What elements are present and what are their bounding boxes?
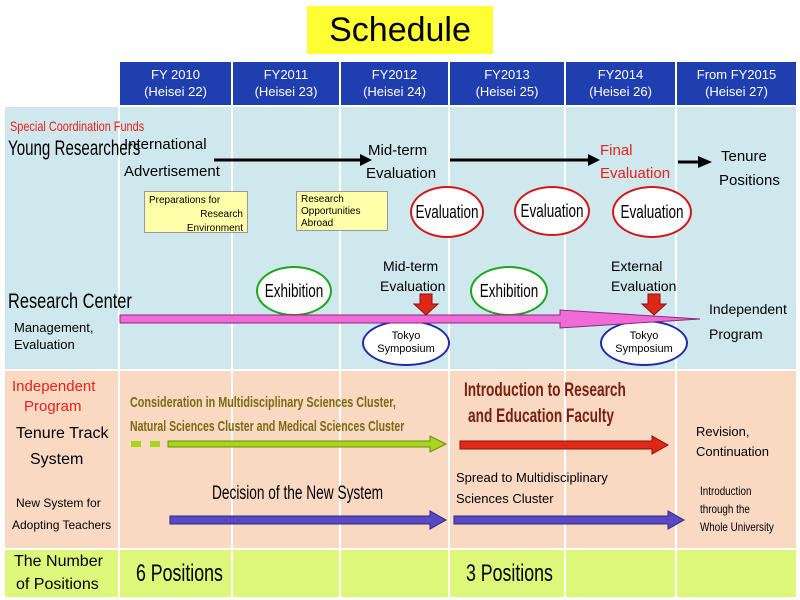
evaluation-oval-2013: Evaluation (514, 186, 590, 236)
research-abroad-box: Research Opportunities Abroad (296, 191, 388, 231)
young-arrow-2 (450, 154, 600, 166)
consideration-line1: Consideration in Multidisciplinary Scien… (130, 394, 396, 411)
grid-line (448, 107, 450, 597)
page-title: Schedule (307, 6, 493, 54)
exhibition-oval-2013: Exhibition (470, 266, 548, 316)
grid-line (118, 107, 120, 597)
final-eval-line1: Final (600, 142, 633, 159)
row-label-young: Young Researchers (8, 137, 141, 160)
whole-univ-line1: Introduction (700, 484, 752, 498)
row-label-evaluation: Evaluation (14, 337, 75, 352)
grid-line (564, 107, 566, 597)
row-label-system: System (30, 451, 84, 468)
tenure-positions-line1: Tenure (721, 148, 767, 165)
tenure-positions-line2: Positions (719, 172, 780, 189)
center-midterm-line1: Mid-term (383, 258, 439, 274)
grid-line (339, 107, 341, 597)
young-arrow-1 (214, 154, 372, 166)
year-header-2011: FY2011(Heisei 23) (233, 62, 339, 105)
spread-line2: Sciences Cluster (456, 491, 554, 506)
row-label-new-system: New System for (16, 496, 101, 510)
independent-program-line2: Program (709, 326, 763, 342)
decision-new-system: Decision of the New System (212, 483, 384, 504)
whole-univ-line3: Whole University (700, 520, 774, 534)
midterm-eval-line2: Evaluation (366, 165, 437, 182)
intro-faculty-line1: Introduction to Research (464, 380, 626, 401)
positions-first: 6 Positions (136, 560, 223, 587)
row-label-management: Management, (14, 320, 94, 335)
year-header-2015: From FY2015(Heisei 27) (677, 62, 796, 105)
evaluation-oval-2012: Evaluation (410, 186, 484, 238)
row-label-number: The Number (14, 553, 103, 570)
row-label-independent: Independent (12, 378, 96, 395)
row-label-special-funds: Special Coordination Funds (10, 118, 145, 134)
center-external-line2: Evaluation (611, 278, 677, 294)
year-header-2013: FY2013(Heisei 25) (450, 62, 564, 105)
external-down-arrow (640, 293, 668, 316)
consideration-line2: Natural Sciences Cluster and Medical Sci… (130, 418, 405, 435)
red-intro-arrow (459, 435, 670, 455)
intro-faculty-line2: and Education Faculty (468, 406, 614, 427)
green-dashed-arrow (131, 435, 448, 453)
preparations-box: Preparations for Research Environment (144, 191, 248, 234)
row-label-of-positions: of Positions (16, 576, 99, 593)
positions-second: 3 Positions (466, 560, 553, 587)
center-external-line1: External (611, 258, 663, 274)
row-label-tenure-track: Tenure Track (16, 425, 109, 442)
grid-line (231, 107, 233, 597)
row-label-adopting: Adopting Teachers (12, 518, 112, 532)
spread-line1: Spread to Multidisciplinary (456, 470, 608, 485)
blue-spread-arrow (453, 510, 686, 530)
midterm-down-arrow (412, 293, 440, 316)
year-header-2012: FY2012(Heisei 24) (341, 62, 448, 105)
row-label-center: Research Center (8, 290, 132, 313)
year-header-2010: FY 2010(Heisei 22) (120, 62, 231, 105)
row-label-program: Program (24, 398, 82, 415)
revision-line2: Continuation (696, 444, 769, 459)
evaluation-oval-2014: Evaluation (612, 186, 692, 238)
band-positions (5, 550, 796, 597)
whole-univ-line2: through the (700, 502, 750, 516)
final-eval-line2: Evaluation (600, 165, 671, 182)
center-midterm-line2: Evaluation (380, 278, 446, 294)
revision-line1: Revision, (696, 424, 750, 439)
year-header-2014: FY2014(Heisei 26) (566, 62, 675, 105)
intl-advertisement-line1: International (124, 136, 207, 153)
blue-decision-arrow (169, 510, 448, 530)
young-arrow-3 (678, 156, 712, 168)
center-pink-arrow (119, 309, 701, 329)
independent-program-line1: Independent (709, 301, 787, 317)
intl-advertisement-line2: Advertisement (124, 163, 220, 180)
midterm-eval-line1: Mid-term (368, 142, 428, 159)
